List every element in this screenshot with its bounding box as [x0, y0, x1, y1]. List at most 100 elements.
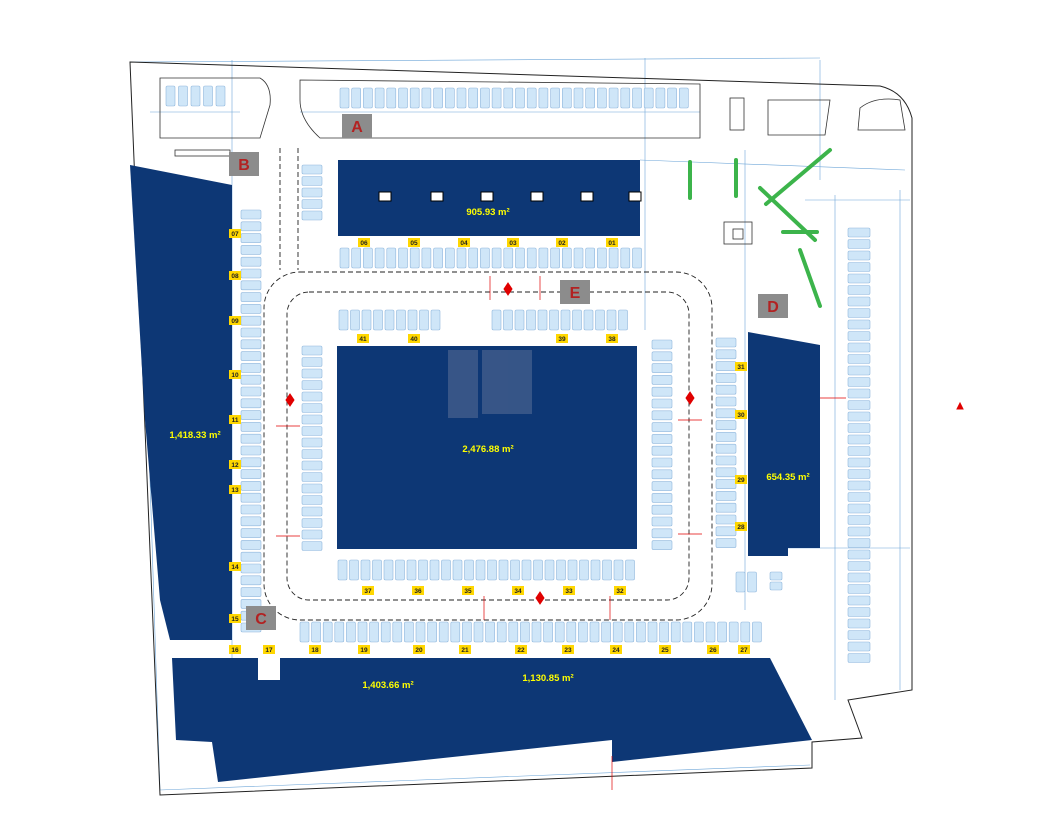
parking-stall: [740, 621, 751, 643]
parking-stall: [667, 87, 677, 109]
ring-roads: [263, 148, 713, 621]
bay-number: 16: [231, 647, 239, 654]
building-right-east: [748, 332, 820, 556]
parking-stall: [624, 621, 635, 643]
parking-stall: [632, 87, 642, 109]
parking-stall: [357, 621, 368, 643]
parking-stall: [715, 491, 737, 501]
parking-stall: [301, 210, 323, 221]
zone-label-bg: [229, 152, 259, 176]
bay-number: 08: [231, 273, 239, 280]
parking-stall: [386, 87, 397, 109]
parking-stall: [715, 384, 737, 395]
bay-number: 20: [415, 647, 423, 654]
parking-stall: [715, 420, 737, 430]
parking-stall: [561, 87, 572, 109]
bay-number: 04: [460, 240, 468, 247]
parking-stall: [452, 559, 463, 581]
parking-stall: [301, 368, 323, 379]
parking-stall: [418, 559, 428, 581]
parking-stall: [240, 410, 262, 420]
parking-stall: [847, 549, 871, 560]
roof-openings: [378, 191, 642, 202]
shaded-grid: [448, 350, 532, 418]
parking-stall: [339, 247, 350, 269]
parking-stall: [473, 621, 484, 643]
parking-stall: [583, 309, 594, 331]
parking-stall: [651, 410, 673, 421]
parking-stall: [573, 87, 584, 109]
parking-stall: [350, 309, 360, 331]
parking-stall: [847, 446, 871, 456]
parking-stall: [301, 518, 323, 528]
bay-labels-inner-bottom: 37 36 35 34 33 32: [362, 586, 626, 595]
parking-stall: [301, 529, 323, 540]
parking-stall: [567, 559, 578, 581]
parking-stall: [240, 504, 262, 515]
bay-number: 13: [231, 487, 239, 494]
parking-stall: [384, 309, 395, 331]
parking-stall: [363, 247, 373, 269]
parking-stall: [349, 559, 359, 581]
parking-stall: [240, 315, 262, 326]
parking-stall: [847, 262, 871, 272]
bay-number: 34: [514, 588, 522, 595]
trees: [688, 148, 832, 308]
parking-stall: [579, 559, 589, 581]
parking-stall: [606, 309, 617, 331]
parking-stall: [240, 563, 262, 574]
parking-stall: [360, 559, 371, 581]
building-bottom-left: [172, 658, 612, 782]
parking-stall: [544, 559, 555, 581]
parking-stall: [550, 87, 560, 109]
parking-stall: [433, 247, 443, 269]
parking-stall: [597, 247, 607, 269]
parking-stall: [769, 571, 783, 581]
parking-stall: [847, 469, 871, 479]
parking-stall: [769, 581, 783, 591]
parking-stall: [847, 227, 871, 238]
parking-stall: [636, 621, 646, 643]
parking-stall: [240, 492, 262, 503]
parking-stall: [351, 247, 362, 269]
parking-stall: [847, 561, 871, 571]
parking-stall: [433, 87, 443, 109]
parking-stall: [491, 247, 502, 269]
parking-stall: [595, 309, 605, 331]
parking-stall: [847, 503, 871, 514]
building-left-long: [130, 165, 232, 640]
parking-stall: [395, 559, 405, 581]
parking-stall: [301, 403, 323, 413]
parking-stall: [651, 481, 673, 491]
parking-stall: [670, 621, 681, 643]
parking-stall: [651, 469, 673, 480]
parking-stall: [190, 85, 201, 107]
parking-stall: [351, 87, 362, 109]
parking-stall: [847, 400, 871, 410]
parking-stall: [847, 250, 871, 261]
bay-number: 05: [410, 240, 418, 247]
parking-stall: [847, 331, 871, 341]
parking-stall: [618, 309, 628, 331]
parking-stall: [441, 559, 451, 581]
parking-stall: [538, 87, 549, 109]
parking-stall: [717, 621, 727, 643]
parking-stall: [301, 506, 323, 517]
parking-stall: [409, 247, 420, 269]
parking-stall: [480, 247, 490, 269]
section-markers: [276, 276, 964, 790]
bay-number: 11: [232, 417, 239, 424]
zone-label-bg: [246, 606, 276, 630]
parking-stall: [301, 483, 323, 494]
bay-number: 38: [608, 336, 616, 343]
parking-stall: [847, 239, 871, 249]
area-label-right-east: 654.35 m²: [766, 472, 809, 483]
parking-stall: [612, 621, 623, 643]
building-bottom-right: [612, 658, 812, 762]
bay-number: 40: [410, 336, 418, 343]
parking-stall: [299, 621, 310, 643]
parking-stall: [533, 559, 543, 581]
parking-stall: [369, 621, 379, 643]
bay-number: 01: [608, 240, 616, 247]
